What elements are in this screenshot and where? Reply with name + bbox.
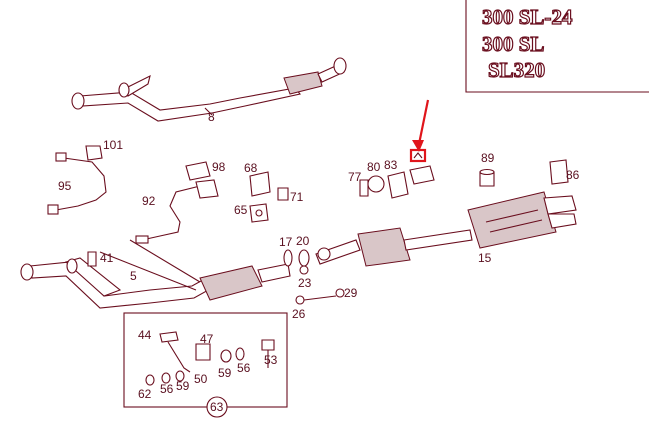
label-part-29: 29	[344, 286, 358, 300]
label-part-20: 20	[296, 234, 310, 248]
label-part-5: 5	[130, 269, 137, 283]
label-part-23: 23	[298, 276, 312, 290]
badge-sl320: SL320	[488, 58, 545, 82]
label-part-80: 80	[367, 160, 381, 174]
label-part-15: 15	[478, 251, 492, 265]
label-part-83: 83	[384, 158, 398, 172]
label-part-47: 47	[200, 332, 214, 346]
hanger-assembly-83	[359, 165, 435, 199]
oxygen-sensor-92	[135, 161, 219, 244]
hardware-detail-box	[123, 312, 288, 418]
highlighted-callout	[409, 99, 430, 163]
label-part-63: 63	[210, 400, 224, 414]
label-part-65: 65	[234, 203, 248, 217]
label-part-89: 89	[481, 151, 495, 165]
label-part-86: 86	[566, 168, 580, 182]
label-part-95: 95	[58, 179, 72, 193]
badge-300-sl: 300 SL	[482, 32, 544, 56]
label-part-77: 77	[348, 170, 362, 184]
label-part-44: 44	[138, 328, 152, 342]
label-part-56-left: 56	[160, 382, 174, 396]
oxygen-sensor-harness	[47, 145, 107, 215]
intermediate-pipe-resonator	[283, 227, 473, 275]
part-labels: 8 101 95 98 68 92 71 65 77 80 83 89 86 4…	[58, 110, 580, 414]
label-part-98: 98	[212, 160, 226, 174]
label-part-59-left: 59	[176, 379, 190, 393]
label-part-41: 41	[100, 251, 114, 265]
label-part-101: 101	[103, 138, 123, 152]
kit-number-circle	[206, 396, 228, 418]
label-part-59-right: 59	[218, 366, 232, 380]
label-part-50: 50	[194, 372, 208, 386]
front-pipe-upper	[71, 57, 347, 122]
badge-300-sl-24: 300 SL-24	[482, 5, 573, 29]
label-part-56-right: 56	[237, 361, 251, 375]
label-part-68: 68	[244, 161, 258, 175]
label-part-17: 17	[279, 235, 293, 249]
label-part-92: 92	[142, 194, 156, 208]
mounting-bracket-68	[249, 171, 289, 223]
front-pipe-lower	[20, 239, 291, 309]
label-part-8: 8	[208, 110, 215, 124]
rear-muffler	[467, 191, 577, 249]
model-badges-panel: 300 SL-24 300 SL SL320	[465, 0, 649, 93]
label-part-53: 53	[264, 353, 278, 367]
rubber-mounts	[479, 159, 569, 187]
label-part-62: 62	[138, 387, 152, 401]
label-part-26: 26	[292, 307, 306, 321]
bolt-26	[295, 288, 345, 305]
label-part-71: 71	[290, 190, 304, 204]
